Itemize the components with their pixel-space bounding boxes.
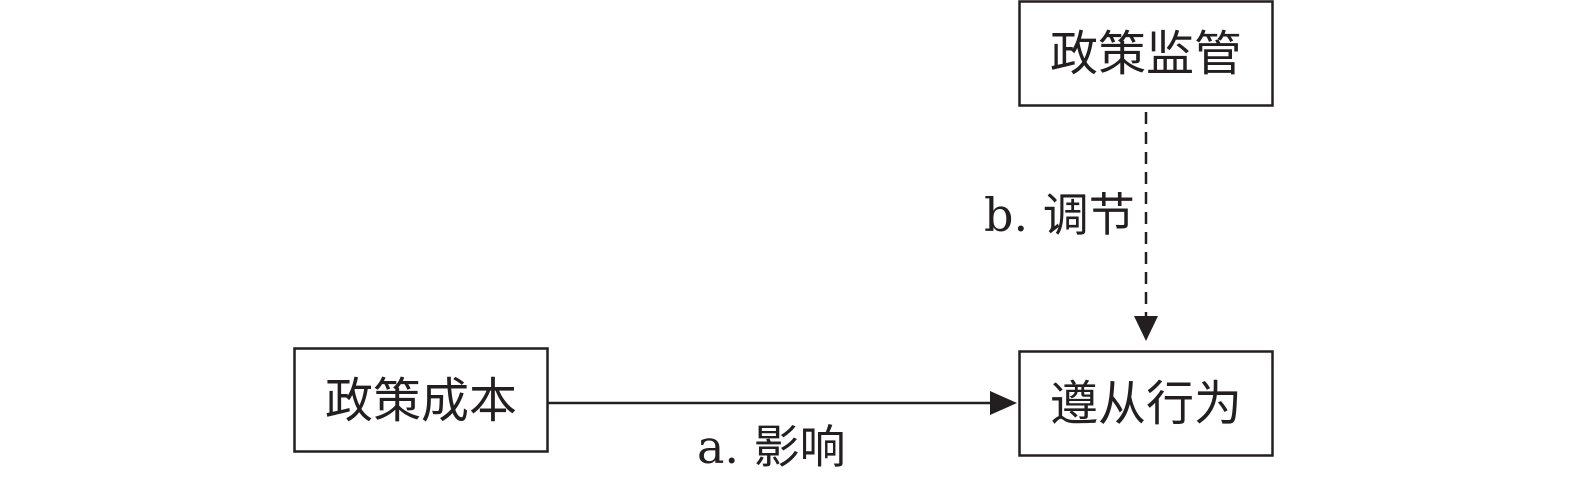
node-policy-regulation: 政策监管 [1018,0,1274,107]
edge-moderation-arrowhead [1134,316,1158,341]
node-policy-cost-box [293,347,549,453]
node-compliance-behavior-box [1018,350,1274,457]
edge-influence: a. 影响 [548,391,1017,474]
edge-moderation-label: b. 调节 [984,188,1135,242]
edge-moderation: b. 调节 [984,112,1158,341]
node-compliance-behavior: 遵从行为 [1018,350,1274,457]
node-policy-cost-label: 政策成本 [325,373,517,429]
edge-influence-arrowhead [990,391,1017,415]
node-policy-regulation-label: 政策监管 [1050,26,1242,82]
node-policy-cost: 政策成本 [293,347,549,453]
node-compliance-behavior-label: 遵从行为 [1050,376,1242,432]
edge-influence-label: a. 影响 [697,420,846,474]
node-policy-regulation-box [1018,0,1274,107]
